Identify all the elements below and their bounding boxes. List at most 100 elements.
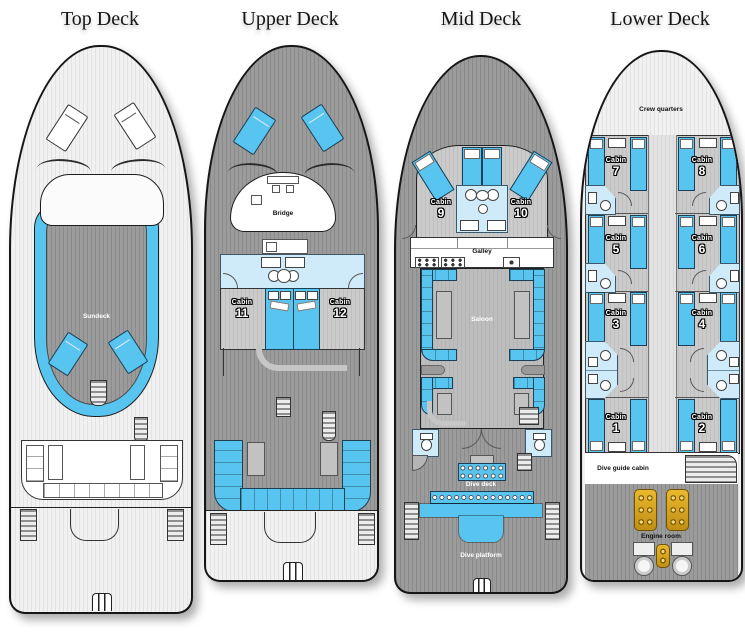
toilet-icon bbox=[600, 200, 611, 211]
table bbox=[320, 442, 338, 476]
bath-divider bbox=[586, 370, 617, 371]
bed bbox=[462, 147, 482, 191]
lower-deck-hull: Crew quarters Cabin 7 Cabin bbox=[580, 50, 743, 582]
watermaker-icon bbox=[633, 542, 655, 556]
counter-edge bbox=[411, 248, 553, 249]
handrail bbox=[303, 159, 355, 181]
stairs-icon bbox=[210, 513, 227, 545]
stairs-icon bbox=[404, 502, 419, 540]
sink-icon bbox=[729, 357, 739, 367]
deck-title-top: Top Deck bbox=[60, 8, 140, 30]
deck-title-mid: Mid Deck bbox=[440, 8, 522, 30]
pillow bbox=[464, 149, 480, 159]
shared-bathroom bbox=[707, 341, 740, 399]
door-arc-icon bbox=[481, 429, 501, 449]
stairs-icon bbox=[685, 455, 737, 483]
sofa bbox=[533, 269, 545, 361]
swim-ladder-icon bbox=[92, 593, 112, 611]
saloon-label: Saloon bbox=[471, 316, 493, 323]
bed bbox=[630, 137, 647, 191]
upper-deck-section: Upper Deck Bridge bbox=[202, 0, 379, 632]
bed bbox=[588, 215, 605, 269]
mid-deck-hull: Cabin 9 Cabin 10 Galley bbox=[394, 55, 568, 594]
bench-seat bbox=[342, 440, 371, 512]
chart-desk bbox=[262, 239, 308, 254]
door-arc-icon bbox=[692, 270, 706, 284]
table bbox=[48, 445, 63, 480]
top-deck-section: Top Deck Sundeck bbox=[8, 0, 193, 632]
wall bbox=[359, 348, 360, 376]
bed bbox=[630, 215, 647, 269]
sink-icon bbox=[588, 192, 597, 204]
toilet-icon bbox=[534, 439, 545, 451]
pillow bbox=[632, 441, 645, 451]
dive-guide-cabin-label: Dive guide cabin bbox=[597, 465, 649, 472]
bench-seat bbox=[160, 445, 178, 482]
pillow bbox=[680, 139, 693, 149]
scuba-tank-rack bbox=[458, 463, 506, 481]
engine-icon bbox=[666, 489, 689, 531]
toilet-icon bbox=[716, 278, 727, 289]
deck-title-upper: Upper Deck bbox=[241, 8, 339, 30]
bed bbox=[678, 137, 695, 191]
pillow bbox=[722, 139, 735, 149]
dive-deck-label: Dive deck bbox=[465, 481, 497, 488]
bench-seat bbox=[214, 440, 243, 512]
vanity-sink-icon bbox=[487, 220, 506, 231]
sun-lounger bbox=[113, 101, 157, 151]
pillow bbox=[722, 217, 735, 227]
sundeck: Sundeck bbox=[34, 202, 159, 417]
pillow bbox=[590, 217, 603, 227]
pillow bbox=[632, 294, 645, 304]
cabin-8-label: Cabin 8 bbox=[691, 157, 713, 178]
cabin-12-floor bbox=[318, 288, 365, 350]
windshield bbox=[40, 174, 164, 226]
cabin-5-label: Cabin 5 bbox=[605, 235, 627, 256]
pillow bbox=[590, 294, 603, 304]
wall bbox=[585, 213, 648, 214]
deck-divider bbox=[11, 507, 191, 508]
bed bbox=[630, 399, 647, 453]
wall bbox=[585, 291, 648, 292]
vanity-sink-icon bbox=[261, 257, 281, 268]
pillow bbox=[680, 441, 693, 451]
sink-icon bbox=[588, 374, 598, 384]
galley: Galley bbox=[410, 237, 554, 268]
sun-lounger bbox=[45, 103, 89, 153]
nightstand bbox=[699, 216, 717, 226]
pillow bbox=[590, 441, 603, 451]
sundeck-floor: Sundeck bbox=[46, 214, 149, 406]
sun-lounger bbox=[300, 103, 345, 153]
dive-platform bbox=[420, 504, 542, 517]
pillow bbox=[722, 294, 735, 304]
bed bbox=[588, 399, 605, 453]
bed bbox=[678, 215, 695, 269]
shower-drain-icon bbox=[478, 204, 488, 214]
bathroom bbox=[456, 185, 508, 233]
toilet-icon bbox=[716, 380, 727, 391]
cabin-11-label: Cabin 11 bbox=[231, 299, 253, 320]
lower-deck-section: Lower Deck Crew quarters Cabin 7 bbox=[578, 0, 743, 632]
bar-counter bbox=[256, 345, 347, 371]
top-deck-hull: Sundeck bbox=[9, 45, 193, 614]
stairs-icon bbox=[167, 509, 184, 541]
vanity-sink-icon bbox=[285, 257, 305, 268]
cabin-11-floor bbox=[220, 288, 267, 350]
wall bbox=[675, 291, 738, 292]
partition bbox=[421, 365, 445, 375]
cabin-11-12-beds bbox=[265, 288, 320, 350]
cabin-6-label: Cabin 6 bbox=[691, 235, 713, 256]
shared-bathroom bbox=[585, 341, 618, 399]
stairs-icon bbox=[358, 513, 375, 545]
bed bbox=[720, 399, 737, 453]
engine-room-label: Engine room bbox=[641, 533, 681, 540]
bar-counter bbox=[427, 401, 466, 426]
nightstand bbox=[699, 138, 717, 148]
partition bbox=[521, 365, 545, 375]
pillow bbox=[280, 291, 291, 300]
stern-notch bbox=[70, 509, 119, 541]
bench-seat bbox=[26, 445, 44, 482]
aft-seating-area bbox=[21, 440, 183, 500]
pillow bbox=[414, 153, 435, 172]
sofa bbox=[421, 269, 433, 361]
